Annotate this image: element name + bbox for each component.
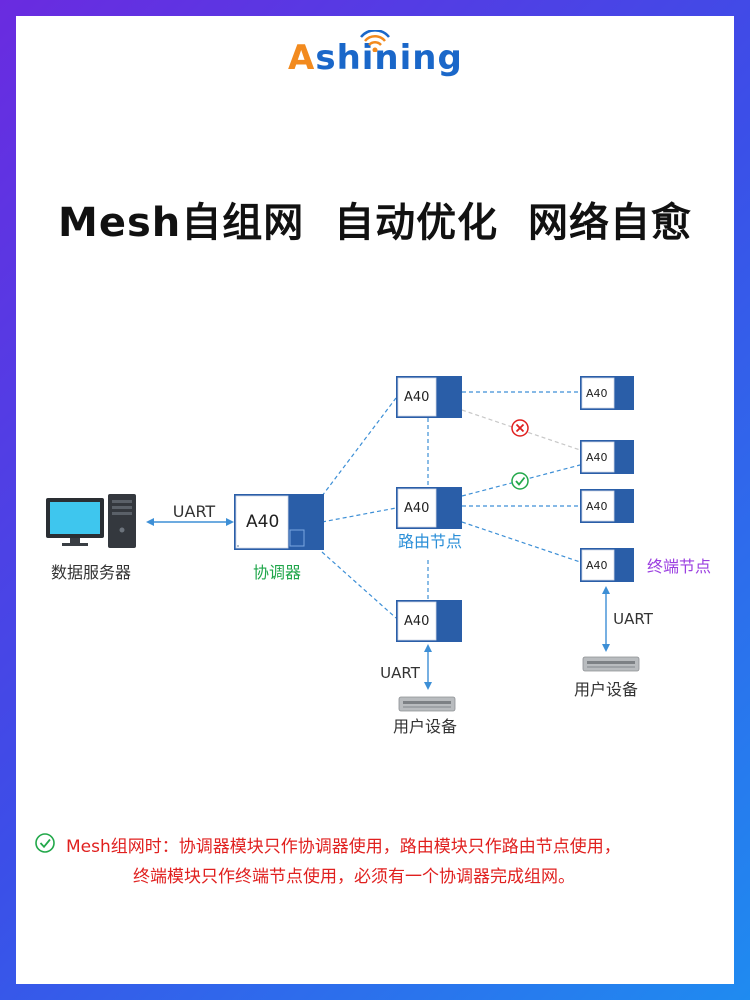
uart-label-end: UART — [613, 610, 654, 628]
module-end-2: A40 — [580, 440, 634, 474]
user-device-label-end: 用户设备 — [574, 680, 638, 699]
module-label: A40 — [404, 501, 429, 516]
pc-tower-icon — [108, 494, 136, 548]
module-label: A40 — [404, 390, 429, 405]
module-coordinator: A40 — [234, 494, 324, 550]
user-device-icon — [398, 696, 456, 712]
router-label: 路由节点 — [398, 532, 462, 551]
page-title: Mesh自组网 自动优化 网络自愈 — [58, 200, 692, 246]
user-device-icon — [582, 656, 640, 672]
uart-label-bottom: UART — [380, 664, 421, 682]
module-router-mid: A40 — [396, 487, 462, 529]
brand-logo: Ashining — [288, 38, 463, 78]
module-label: A40 — [586, 451, 608, 464]
link-coordinator-router-mid — [321, 507, 397, 523]
module-label: A40 — [586, 387, 608, 400]
module-end-1: A40 — [580, 376, 634, 410]
module-label: A40 — [586, 500, 608, 513]
cross-circle-icon — [511, 419, 529, 437]
link-router-mid-end4 — [461, 521, 581, 563]
module-label: A40 — [404, 614, 429, 629]
monitor-icon — [46, 498, 104, 546]
signal-icon — [360, 30, 390, 52]
module-label: A40 — [246, 512, 279, 532]
link-router-mid-end2 — [461, 464, 581, 497]
coordinator-label: 协调器 — [253, 563, 301, 582]
module-router-bottom: A40 — [396, 600, 462, 642]
network-links — [321, 391, 581, 619]
module-end-3: A40 — [580, 489, 634, 523]
uart-label-server: UART — [173, 502, 216, 521]
module-label: A40 — [586, 559, 608, 572]
check-circle-icon — [35, 833, 55, 853]
link-coordinator-router-bottom — [321, 551, 397, 619]
module-end-4: A40 — [580, 548, 634, 582]
link-coordinator-router-top — [321, 397, 397, 497]
note-line-1: Mesh组网时：协调器模块只作协调器使用，路由模块只作路由节点使用， — [66, 837, 621, 857]
user-device-label-bottom: 用户设备 — [393, 717, 457, 736]
note-line-2: 终端模块只作终端节点使用，必须有一个协调器完成组网。 — [133, 867, 575, 887]
check-circle-icon — [511, 472, 529, 490]
server-label: 数据服务器 — [51, 563, 131, 582]
module-router-top: A40 — [396, 376, 462, 418]
end-node-label: 终端节点 — [647, 557, 711, 576]
